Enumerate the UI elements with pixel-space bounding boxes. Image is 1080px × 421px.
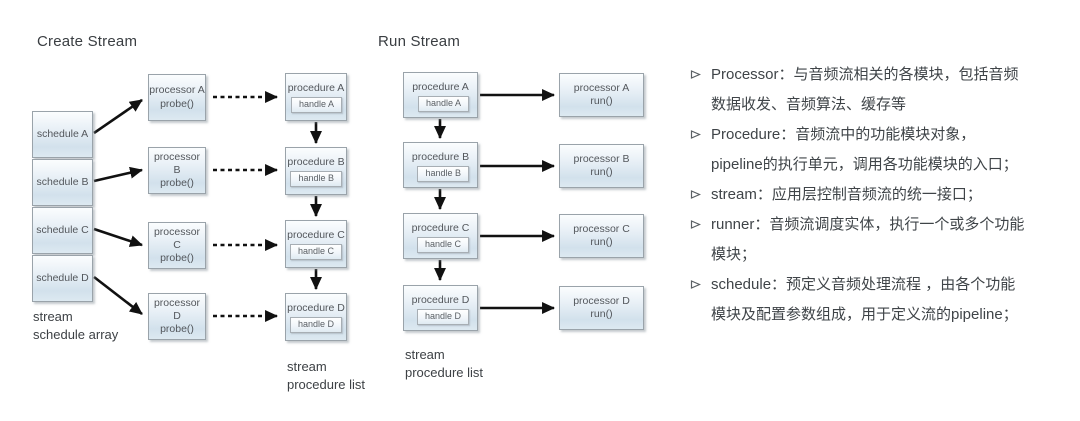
legend-item-schedule: schedule：预定义音频处理流程 ，由各个功能 模块及配置参数组成，用于定义… xyxy=(690,270,1068,330)
legend-item-stream: stream：应用层控制音频流的统一接口； xyxy=(690,180,1068,210)
processor-method: probe() xyxy=(160,252,194,265)
legend-item-procedure: Procedure：音频流中的功能模块对象， pipeline的执行单元，调用各… xyxy=(690,120,1068,180)
processor-name: processor C xyxy=(573,222,630,235)
legend-item-processor: Processor：与音频流相关的各模块，包括音频 数据收发、音频算法、缓存等 xyxy=(690,60,1068,120)
handle-badge: handle A xyxy=(290,97,342,114)
processor-method: probe() xyxy=(160,323,194,336)
processor-name: processor B xyxy=(153,150,201,176)
handle-badge: handle A xyxy=(417,96,469,113)
run-procedure-list-caption: stream procedure list xyxy=(405,346,483,382)
handle-badge: handle D xyxy=(416,309,469,326)
legend-item-runner: runner：音频流调度实体，执行一个或多个功能 模块； xyxy=(690,210,1068,270)
arrow-bullet-icon xyxy=(690,280,701,289)
caption-line: stream xyxy=(33,309,73,324)
legend-desc: ：音频流中的功能模块对象， pipeline的执行单元，调用各功能模块的入口； xyxy=(711,126,1018,173)
processor-name: processor D xyxy=(573,294,630,307)
handle-badge: handle B xyxy=(290,171,342,188)
legend-desc: ：预定义音频处理流程 ，由各个功能 模块及配置参数组成，用于定义流的pipeli… xyxy=(711,276,1018,323)
create-processor-c-box: processor C probe() xyxy=(148,222,206,269)
legend-text: runner：音频流调度实体，执行一个或多个功能 模块； xyxy=(711,210,1068,270)
procedure-name: procedure A xyxy=(287,82,345,94)
legend-text: stream：应用层控制音频流的统一接口； xyxy=(711,180,1068,210)
processor-name: processor B xyxy=(573,152,630,165)
create-processor-b-box: processor B probe() xyxy=(148,147,206,194)
schedule-array-caption: stream schedule array xyxy=(33,308,118,344)
processor-method: run() xyxy=(590,95,613,107)
arrow-bullet-icon xyxy=(690,130,701,139)
run-procedure-d-box: procedure D handle D xyxy=(403,285,478,331)
create-procedure-list-caption: stream procedure list xyxy=(287,358,365,394)
processor-method: run() xyxy=(590,308,613,320)
schedule-b-box: schedule B xyxy=(32,159,93,206)
handle-badge: handle C xyxy=(416,237,469,254)
create-procedure-c-box: procedure C handle C xyxy=(285,220,347,268)
create-procedure-b-box: procedure B handle B xyxy=(285,147,347,195)
arrow-scheduleB-processorB xyxy=(93,166,144,183)
procedure-name: procedure C xyxy=(411,222,470,234)
legend-desc: ：音频流调度实体，执行一个或多个功能 模块； xyxy=(711,216,1025,263)
legend-text: Processor：与音频流相关的各模块，包括音频 数据收发、音频算法、缓存等 xyxy=(711,60,1068,120)
run-procedure-a-box: procedure A handle A xyxy=(403,72,478,118)
handle-badge: handle C xyxy=(289,244,342,261)
create-processor-d-box: processor D probe() xyxy=(148,293,206,340)
legend-term: Procedure xyxy=(711,126,781,143)
caption-line: stream xyxy=(405,347,445,362)
processor-method: run() xyxy=(590,236,613,248)
run-processor-d-box: processor D run() xyxy=(559,286,644,330)
caption-line: procedure list xyxy=(287,377,366,392)
schedule-b-label: schedule B xyxy=(36,175,89,188)
run-processor-a-box: processor A run() xyxy=(559,73,644,117)
create-stream-title: Create Stream xyxy=(37,33,138,50)
caption-line: procedure list xyxy=(405,365,484,380)
processor-name: processor C xyxy=(153,225,201,251)
procedure-name: procedure B xyxy=(287,156,345,168)
run-processor-c-box: processor C run() xyxy=(559,214,644,258)
run-processor-b-box: processor B run() xyxy=(559,144,644,188)
processor-method: run() xyxy=(590,166,613,178)
legend-text: Procedure：音频流中的功能模块对象， pipeline的执行单元，调用各… xyxy=(711,120,1068,180)
legend-desc: ：与音频流相关的各模块，包括音频 数据收发、音频算法、缓存等 xyxy=(711,66,1019,113)
handle-badge: handle D xyxy=(289,317,342,334)
arrow-scheduleC-processorC xyxy=(93,227,143,247)
arrow-bullet-icon xyxy=(690,190,701,199)
legend-term: stream xyxy=(711,186,757,203)
arrow-bullet-icon xyxy=(690,220,701,229)
create-processor-a-box: processor A probe() xyxy=(148,74,206,121)
legend-term: runner xyxy=(711,216,755,233)
procedure-name: procedure A xyxy=(412,81,469,93)
schedule-d-label: schedule D xyxy=(36,271,89,284)
procedure-name: procedure D xyxy=(411,294,470,306)
create-procedure-d-box: procedure D handle D xyxy=(285,293,347,341)
arrow-scheduleA-processorA xyxy=(93,98,143,135)
schedule-d-box: schedule D xyxy=(32,255,93,302)
handle-badge: handle B xyxy=(417,166,469,183)
schedule-c-label: schedule C xyxy=(36,223,89,236)
legend-text: schedule：预定义音频处理流程 ，由各个功能 模块及配置参数组成，用于定义… xyxy=(711,270,1068,330)
schedule-a-box: schedule A xyxy=(32,111,93,158)
run-procedure-b-box: procedure B handle B xyxy=(403,142,478,188)
processor-name: processor A xyxy=(573,81,630,94)
processor-method: probe() xyxy=(160,97,194,110)
legend: Processor：与音频流相关的各模块，包括音频 数据收发、音频算法、缓存等 … xyxy=(690,60,1068,330)
run-stream-title: Run Stream xyxy=(378,33,461,50)
arrow-bullet-icon xyxy=(690,70,701,79)
create-procedure-a-box: procedure A handle A xyxy=(285,73,347,121)
processor-name: processor D xyxy=(153,296,201,322)
schedule-c-box: schedule C xyxy=(32,207,93,254)
caption-line: stream xyxy=(287,359,327,374)
legend-desc: ：应用层控制音频流的统一接口； xyxy=(756,186,982,203)
caption-line: schedule array xyxy=(33,327,119,342)
processor-method: probe() xyxy=(160,177,194,190)
run-procedure-c-box: procedure C handle C xyxy=(403,213,478,259)
schedule-a-label: schedule A xyxy=(36,127,89,140)
procedure-name: procedure D xyxy=(287,302,345,314)
legend-term: Processor xyxy=(711,66,779,83)
processor-name: processor A xyxy=(149,84,205,97)
procedure-name: procedure C xyxy=(287,229,345,241)
legend-term: schedule xyxy=(711,276,772,293)
procedure-name: procedure B xyxy=(411,151,470,163)
